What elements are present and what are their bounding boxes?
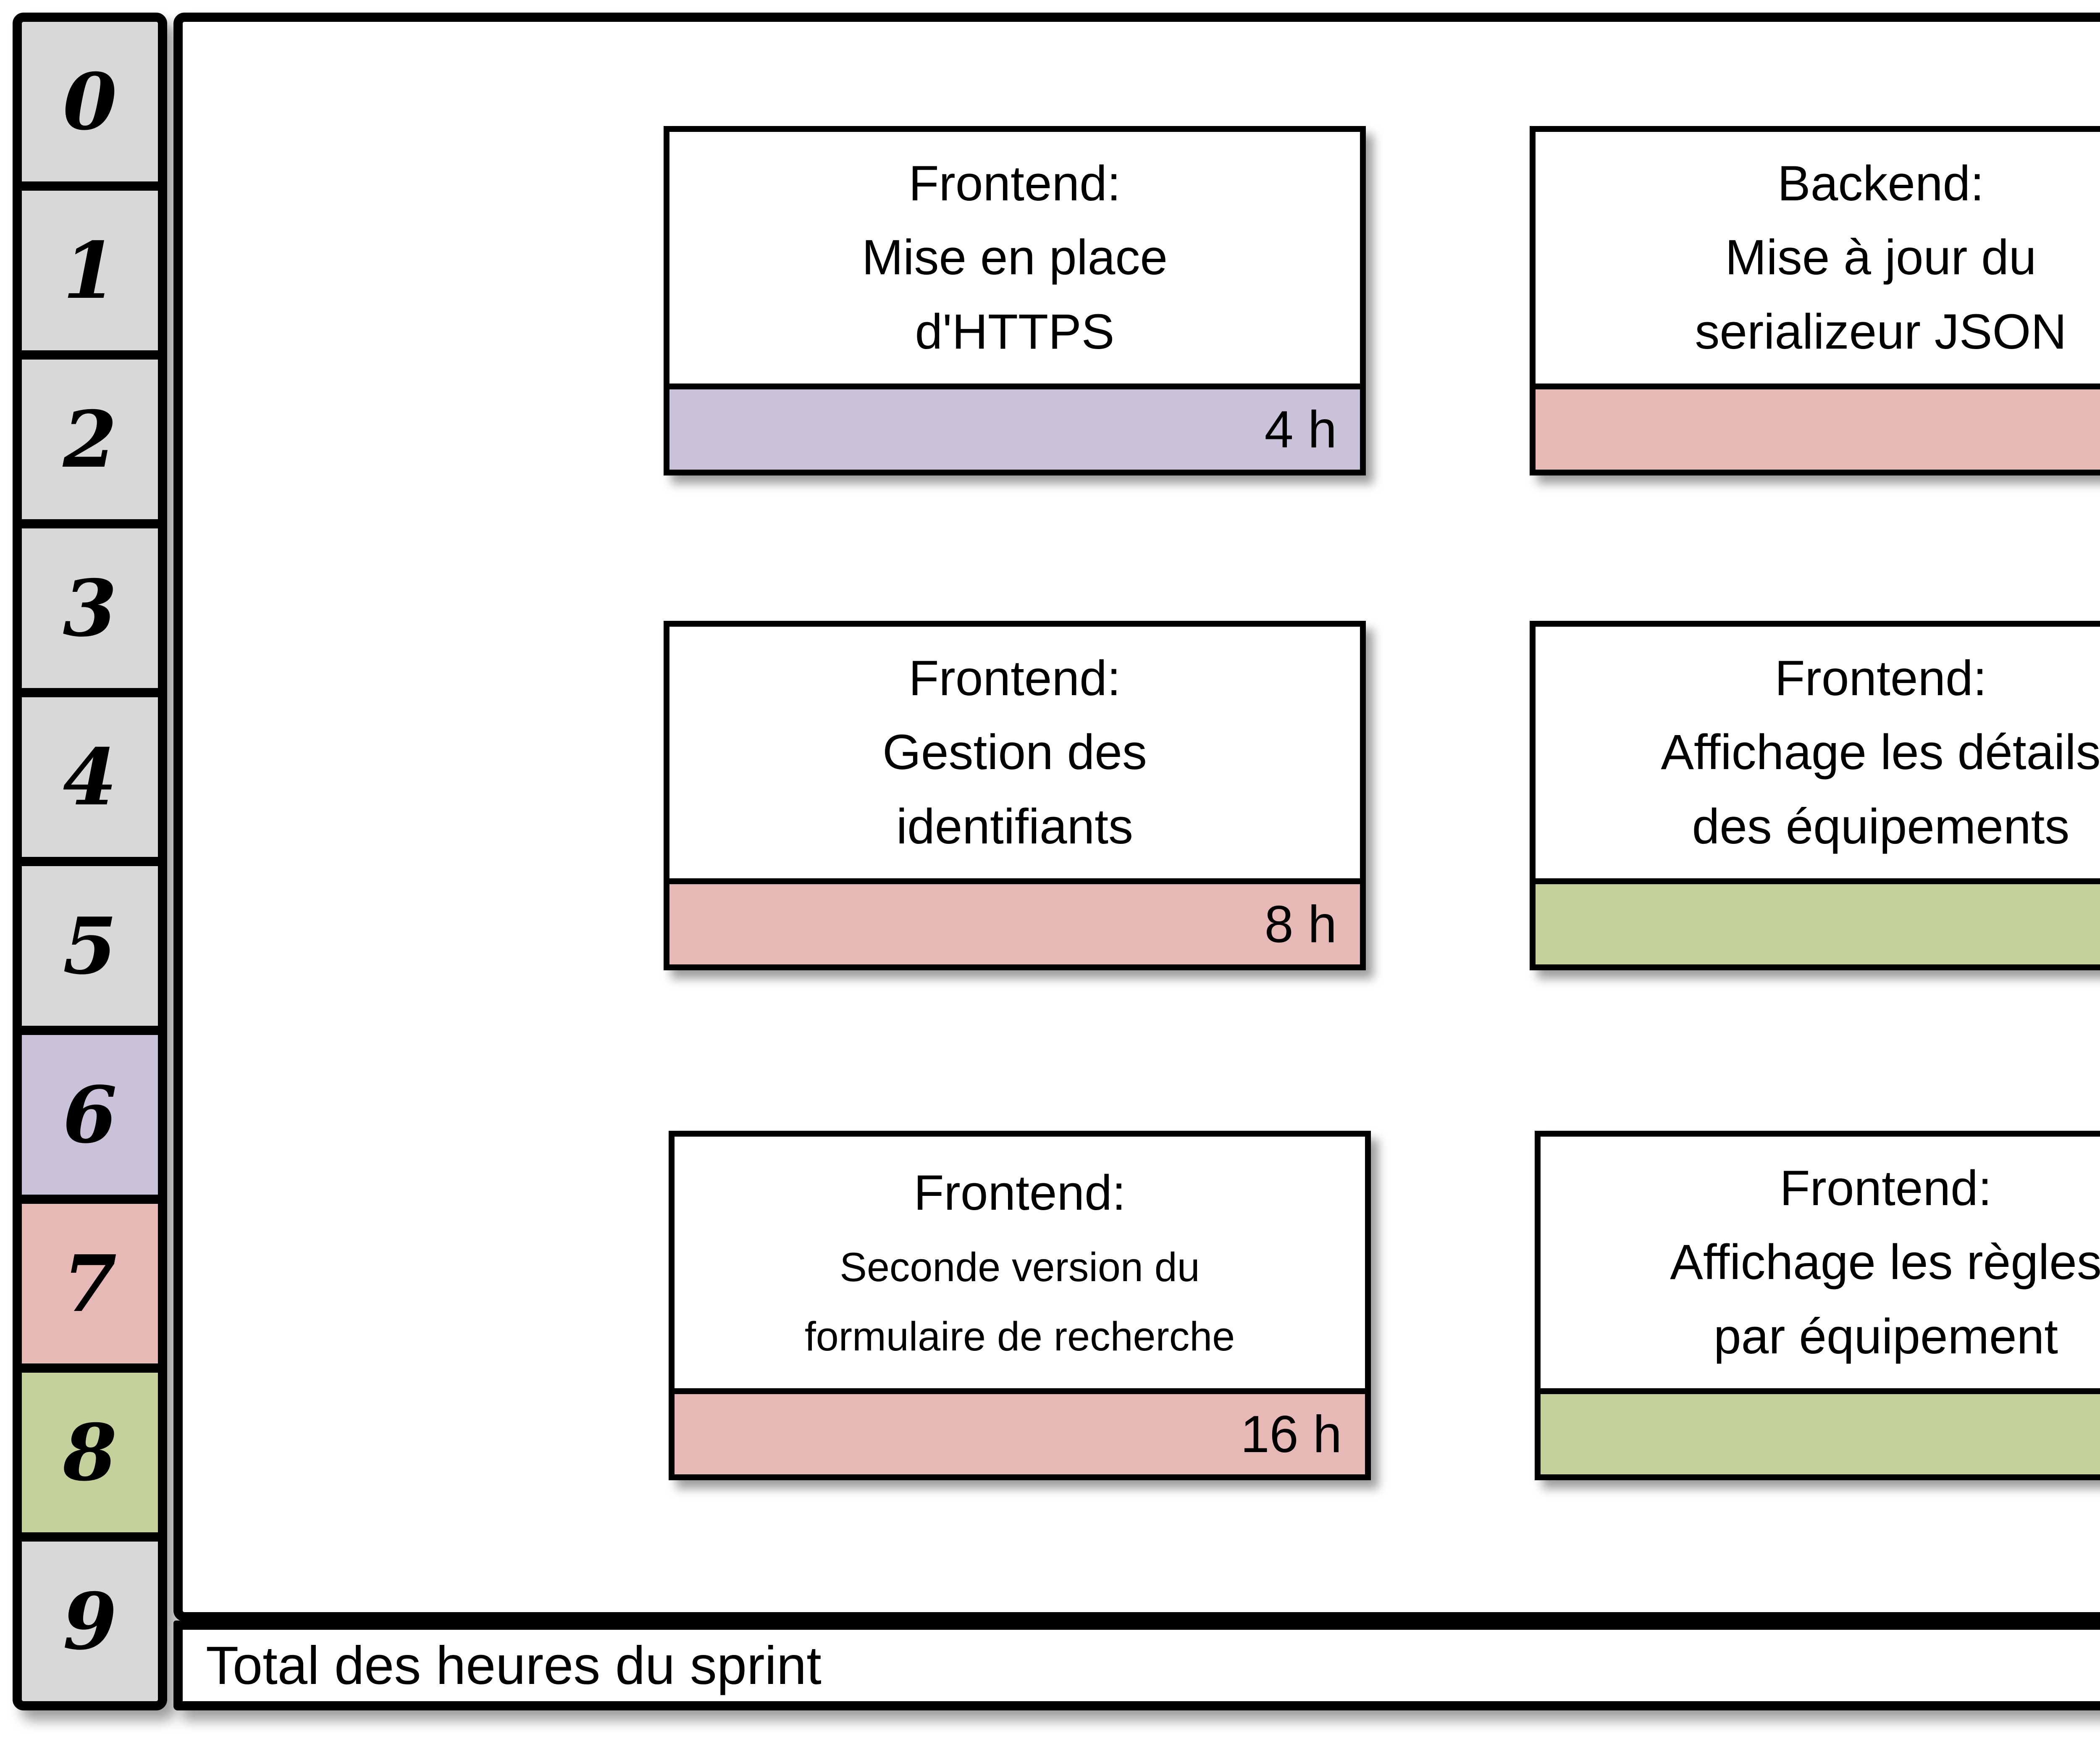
task-card-line: formulaire de recherche bbox=[804, 1313, 1235, 1359]
task-card-frontend-formulaire-recherche: Frontend: Seconde version du formulaire … bbox=[669, 1131, 1371, 1480]
task-card-title: Frontend: bbox=[908, 650, 1121, 706]
hours-bar: 5 h bbox=[1536, 878, 2100, 964]
task-card-line: Mise à jour du bbox=[1725, 230, 2037, 286]
task-card-text: Frontend: Mise en place d'HTTPS bbox=[669, 132, 1360, 383]
hours-bar: 3 h bbox=[1536, 383, 2100, 470]
row-number-label: 3 bbox=[63, 562, 117, 654]
task-card-title: Frontend: bbox=[908, 155, 1121, 211]
task-card-line: d'HTTPS bbox=[915, 304, 1115, 360]
hours-label: 16 h bbox=[1240, 1405, 1342, 1463]
row-number-label: 7 bbox=[63, 1237, 117, 1329]
row-number-cell-5: 5 bbox=[22, 857, 158, 1026]
task-card-line: Seconde version du bbox=[840, 1244, 1200, 1290]
task-card-text: Frontend: Affichage les détails des équi… bbox=[1536, 627, 2100, 878]
task-card-line: des équipements bbox=[1692, 799, 2070, 855]
row-number-label: 4 bbox=[63, 731, 117, 823]
task-card-frontend-details-equipements: Frontend: Affichage les détails des équi… bbox=[1530, 621, 2100, 970]
hours-bar: 7 h bbox=[1541, 1388, 2100, 1474]
task-card-line: serializeur JSON bbox=[1695, 304, 2067, 360]
row-number-cell-6: 6 bbox=[22, 1026, 158, 1195]
task-card-title: Frontend: bbox=[1774, 650, 1987, 706]
task-card-text: Frontend: Gestion des identifiants bbox=[669, 627, 1360, 878]
row-number-cell-7: 7 bbox=[22, 1195, 158, 1363]
task-card-line: Affichage les règles bbox=[1670, 1235, 2100, 1290]
hours-bar: 4 h bbox=[669, 383, 1360, 470]
row-number-cell-3: 3 bbox=[22, 519, 158, 688]
task-card-text: Frontend: Affichage les règles par équip… bbox=[1541, 1137, 2100, 1388]
row-number-cell-0: 0 bbox=[22, 22, 158, 181]
row-number-label: 9 bbox=[63, 1575, 117, 1667]
task-card-frontend-https: Frontend: Mise en place d'HTTPS 4 h bbox=[664, 126, 1366, 475]
row-number-label: 2 bbox=[63, 393, 117, 485]
task-card-title: Frontend: bbox=[1780, 1160, 1992, 1216]
task-card-line: identifiants bbox=[896, 799, 1134, 855]
row-number-cell-4: 4 bbox=[22, 688, 158, 857]
task-card-line: Affichage les détails bbox=[1661, 725, 2100, 780]
total-label: Total des heures du sprint bbox=[206, 1635, 822, 1696]
task-card-line: Gestion des bbox=[882, 725, 1147, 780]
row-number-column: 0 1 2 3 4 5 6 7 8 9 bbox=[13, 13, 167, 1710]
hours-label: 8 h bbox=[1264, 895, 1337, 953]
hours-bar: 8 h bbox=[669, 878, 1360, 964]
task-card-line: Mise en place bbox=[861, 230, 1168, 286]
row-number-label: 8 bbox=[63, 1406, 117, 1498]
task-card-line: par équipement bbox=[1713, 1309, 2058, 1365]
row-number-cell-8: 8 bbox=[22, 1363, 158, 1532]
total-row: Total des heures du sprint 43 bbox=[173, 1621, 2100, 1710]
task-card-backend-serializer: Backend: Mise à jour du serializeur JSON… bbox=[1530, 126, 2100, 475]
row-number-label: 0 bbox=[63, 55, 117, 147]
task-card-title: Frontend: bbox=[914, 1165, 1126, 1221]
task-card-title: Backend: bbox=[1777, 155, 1984, 211]
row-number-label: 5 bbox=[63, 900, 117, 992]
row-number-cell-1: 1 bbox=[22, 181, 158, 350]
task-card-text: Backend: Mise à jour du serializeur JSON bbox=[1536, 132, 2100, 383]
hours-label: 4 h bbox=[1264, 400, 1337, 459]
task-card-frontend-regles-equipement: Frontend: Affichage les règles par équip… bbox=[1535, 1131, 2100, 1480]
row-number-label: 6 bbox=[63, 1069, 117, 1161]
row-number-label: 1 bbox=[63, 224, 117, 316]
task-card-text: Frontend: Seconde version du formulaire … bbox=[675, 1137, 1365, 1388]
row-number-cell-9: 9 bbox=[22, 1532, 158, 1701]
row-number-cell-2: 2 bbox=[22, 350, 158, 519]
hours-bar: 16 h bbox=[675, 1388, 1365, 1474]
task-card-frontend-identifiants: Frontend: Gestion des identifiants 8 h bbox=[664, 621, 1366, 970]
